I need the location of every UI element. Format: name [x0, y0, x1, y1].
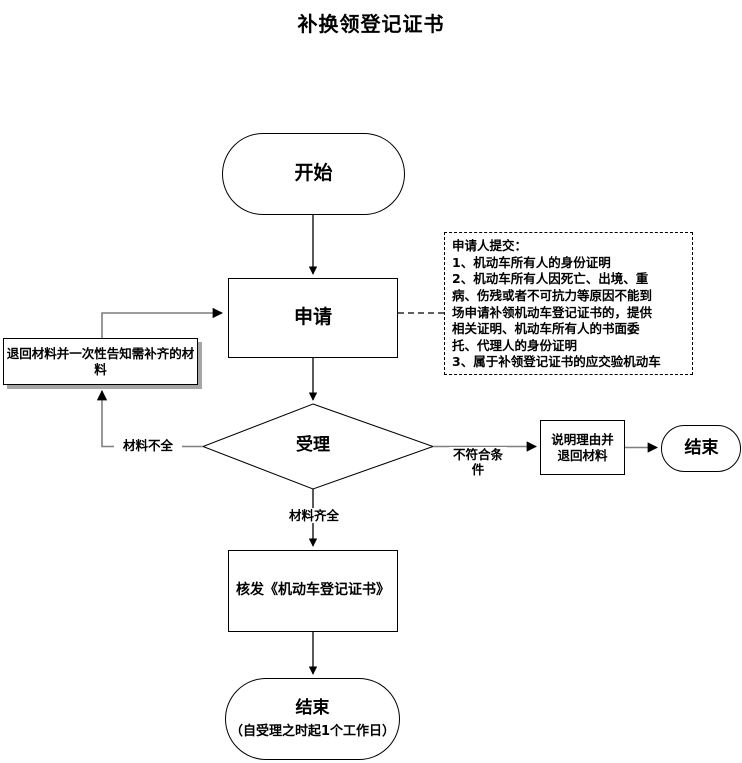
- annotation-line-3: 病、伤残或者不可抗力等原因不能到: [452, 287, 653, 303]
- node-end-bottom-shape: [225, 678, 400, 760]
- annotation-line-7: 3、属于补领登记证书的应交验机动车: [452, 354, 661, 370]
- annotation-line-4: 场申请补领机动车登记证书的，提供: [452, 304, 653, 320]
- annotation-line-5: 相关证明、机动车所有人的书面委: [452, 321, 640, 337]
- node-apply-shape: [228, 278, 398, 358]
- annotation-line-1: 1、机动车所有人的身份证明: [452, 254, 611, 270]
- node-explain-return-shape: [540, 420, 625, 475]
- node-issue-certificate-shape: [228, 550, 398, 632]
- node-acceptance-shape: [201, 403, 435, 490]
- node-end-right-shape: [661, 425, 741, 472]
- edge-acceptance-to-return-materials: [96, 389, 203, 448]
- edge-return-materials-to-apply: [101, 307, 224, 338]
- annotation-note-box: 申请人提交： 1、机动车所有人的身份证明 2、机动车所有人因死亡、出境、重 病、…: [444, 232, 693, 375]
- annotation-line-0: 申请人提交：: [452, 238, 528, 253]
- annotation-line-6: 托、代理人的身份证明: [452, 337, 578, 353]
- annotation-line-2: 2、机动车所有人因死亡、出境、重: [452, 271, 649, 287]
- page-title: 补换领登记证书: [297, 12, 445, 36]
- node-start-shape: [222, 133, 405, 215]
- node-return-materials-shape: [3, 338, 198, 385]
